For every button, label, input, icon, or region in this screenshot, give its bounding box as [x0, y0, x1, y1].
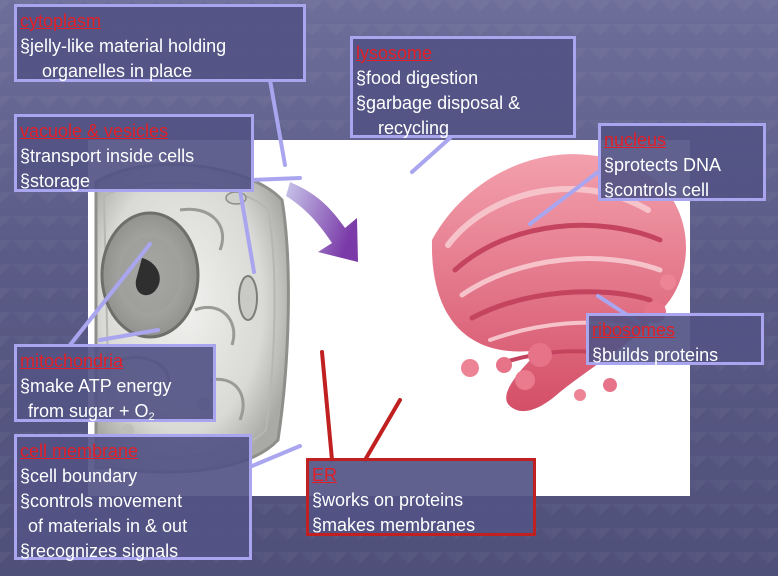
ribosomes-line-1: §builds proteins [592, 343, 757, 368]
mitochondria-label: mitochondria §make ATP energy from sugar… [14, 344, 216, 422]
cell-membrane-line-4: §recognizes signals [20, 539, 245, 564]
lysosome-line-1: §food digestion [356, 66, 569, 91]
cytoplasm-title: cytoplasm [20, 9, 299, 34]
cell-membrane-line-2: §controls movement [20, 489, 245, 514]
mitochondria-title: mitochondria [20, 349, 209, 374]
cytoplasm-pointer [270, 80, 285, 165]
animal-cell-diagram [96, 164, 288, 472]
lysosome-line-2: §garbage disposal & [356, 91, 569, 116]
vacuole-line-1: §transport inside cells [20, 144, 247, 169]
cell-membrane-line-1: §cell boundary [20, 464, 245, 489]
lysosome-line-3: recycling [356, 116, 569, 141]
cytoplasm-line-1: §jelly-like material holding [20, 34, 299, 59]
lysosome-label: lysosome §food digestion §garbage dispos… [350, 36, 576, 138]
mitochondria-line-2: from sugar + O2 [20, 399, 209, 424]
cytoplasm-label: cytoplasm §jelly-like material holding o… [14, 4, 306, 82]
nucleus-label: nucleus §protects DNA §controls cell [598, 123, 766, 201]
er-title: ER [312, 463, 529, 488]
nucleus-title: nucleus [604, 128, 759, 153]
vacuole-line-2: §storage [20, 169, 247, 194]
ribosomes-title: ribosomes [592, 318, 757, 343]
er-label: ER §works on proteins §makes membranes [306, 458, 536, 536]
oxygen-subscript: 2 [149, 411, 155, 423]
cell-membrane-label: cell membrane §cell boundary §controls m… [14, 434, 252, 560]
zoom-arrow [286, 182, 358, 262]
lysosome-title: lysosome [356, 41, 569, 66]
nucleus-line-1: §protects DNA [604, 153, 759, 178]
mitochondria-formula: from sugar + O [28, 401, 149, 421]
vacuole-pointer-a [252, 178, 300, 180]
er-line-1: §works on proteins [312, 488, 529, 513]
nucleus-line-2: §controls cell [604, 178, 759, 203]
vacuole-label: vacuole & vesicles §transport inside cel… [14, 114, 254, 192]
cell-membrane-title: cell membrane [20, 439, 245, 464]
cell-membrane-line-3: of materials in & out [20, 514, 245, 539]
cytoplasm-line-2: organelles in place [20, 59, 299, 84]
er-pointer-lines [322, 352, 400, 460]
lysosome-pointer [412, 138, 450, 172]
mitochondria-line-1: §make ATP energy [20, 374, 209, 399]
er-line-2: §makes membranes [312, 513, 529, 538]
ribosomes-label: ribosomes §builds proteins [586, 313, 764, 365]
vacuole-title: vacuole & vesicles [20, 119, 247, 144]
